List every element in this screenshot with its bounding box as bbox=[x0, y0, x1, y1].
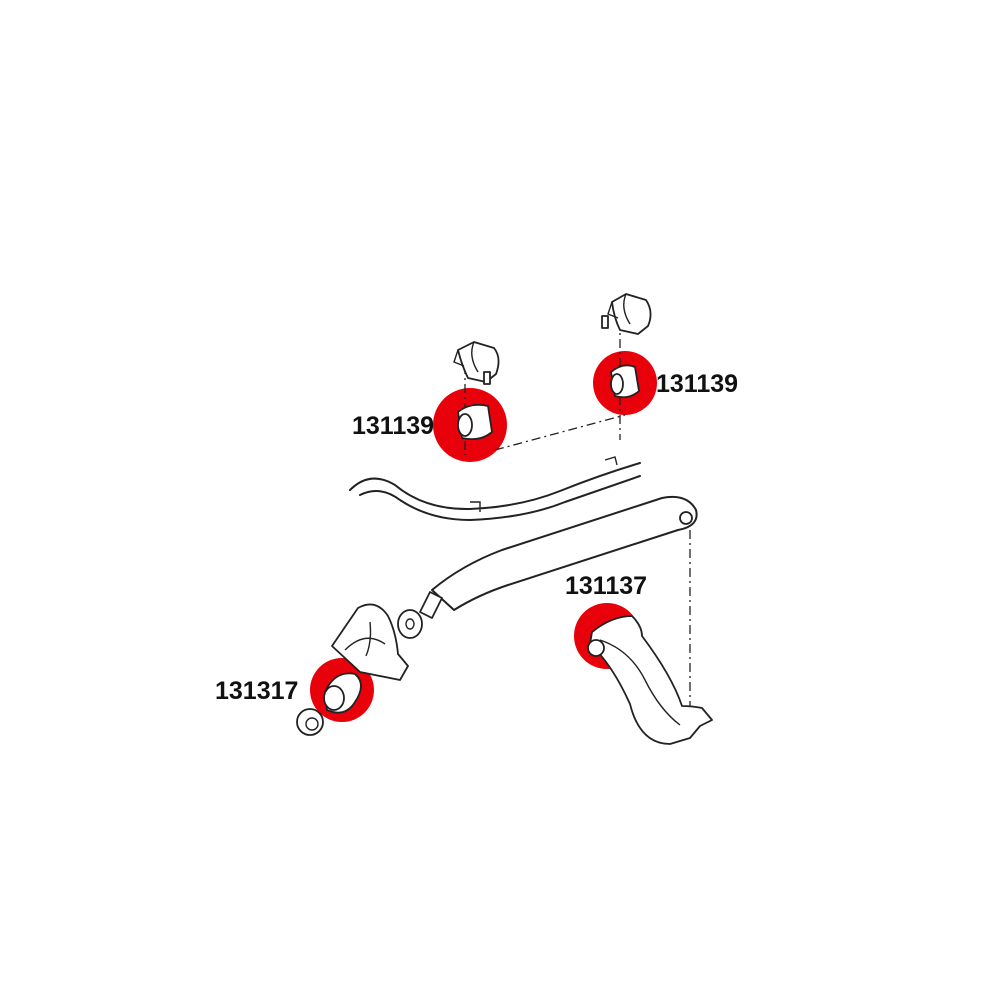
clamp-right bbox=[601, 293, 652, 335]
strut-rod bbox=[419, 495, 698, 619]
callout-label-bushing-left: 131139 bbox=[352, 412, 435, 440]
bushing-left bbox=[457, 403, 493, 441]
clamp-left bbox=[453, 341, 500, 385]
callout-label-bushing-right: 131139 bbox=[656, 370, 739, 398]
washer-lower bbox=[296, 708, 324, 736]
sway-bar bbox=[349, 456, 641, 521]
strut-bracket bbox=[331, 603, 409, 681]
bushing-right bbox=[610, 364, 640, 399]
callout-label-strut-bushing: 131317 bbox=[215, 677, 299, 705]
control-arm bbox=[587, 615, 713, 745]
washer-upper bbox=[397, 609, 423, 639]
callout-label-control-arm: 131137 bbox=[565, 572, 648, 600]
strut-bushing bbox=[323, 672, 362, 714]
